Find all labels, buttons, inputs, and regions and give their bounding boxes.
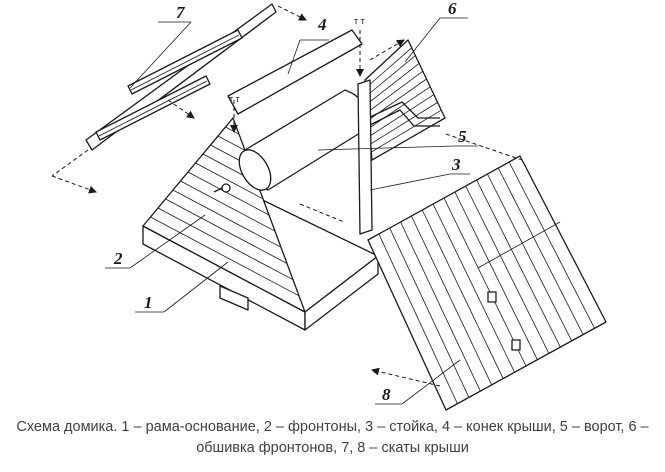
- support-post: [357, 79, 373, 235]
- arrow-mark-top: т т: [354, 16, 365, 26]
- label-5: 5: [458, 127, 467, 146]
- label-2: 2: [113, 249, 123, 268]
- label-4: 4: [317, 15, 327, 34]
- label-6: 6: [448, 0, 457, 18]
- label-7: 7: [176, 3, 186, 22]
- arrow-mark-left: т т: [229, 94, 240, 104]
- well-house-exploded-diagram: т т т т 7 4 6 5 3 2 1 8: [51, 0, 607, 411]
- roof-ridge: [227, 29, 363, 115]
- windlass-roller: [238, 89, 440, 191]
- back-gable-cladding: [364, 39, 446, 161]
- roof-slope-right: [367, 155, 607, 411]
- label-3: 3: [451, 155, 461, 174]
- assembly-arrows: [51, 5, 523, 387]
- roof-slope-left: [85, 3, 277, 151]
- label-8: 8: [382, 385, 391, 404]
- figure-caption: Схема домика. 1 – рама-основание, 2 – фр…: [16, 419, 649, 456]
- callout-leaders: [105, 17, 478, 405]
- label-1: 1: [144, 293, 153, 312]
